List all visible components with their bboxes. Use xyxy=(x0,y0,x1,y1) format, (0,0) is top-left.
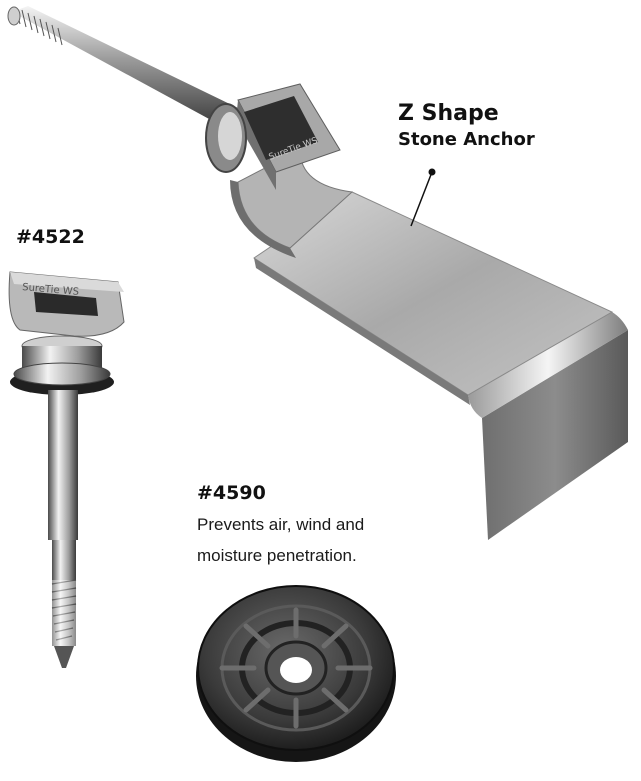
z-anchor-head: SureTie WS xyxy=(205,83,341,190)
tie-4522-part-number: #4522 xyxy=(16,226,85,248)
tie-engraving-text: SureTie WS xyxy=(22,282,80,298)
z-anchor-rod xyxy=(7,6,238,126)
washer-4590-description-line-2: moisture penetration. xyxy=(197,546,357,565)
washer-4590-image xyxy=(196,585,396,762)
washer-4590-part-number: #4590 xyxy=(197,482,266,504)
washer-4590-description-line-1: Prevents air, wind and xyxy=(197,515,365,534)
z-anchor-title: Z Shape xyxy=(398,101,499,126)
z-anchor-subtitle: Stone Anchor xyxy=(398,129,535,150)
z-anchor-leader-line xyxy=(410,168,436,227)
tie-4522-image: SureTie WS xyxy=(8,271,125,668)
z-anchor-plate xyxy=(230,149,628,540)
